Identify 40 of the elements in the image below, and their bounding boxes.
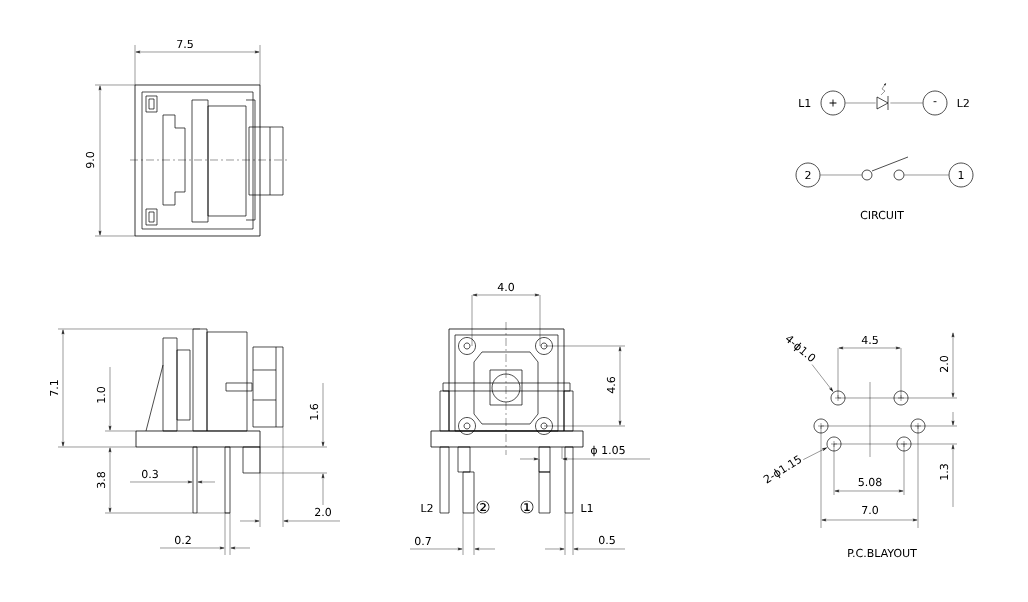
pin-label: L1	[799, 99, 811, 107]
dimension-label: 2.0	[315, 507, 331, 517]
dimension-label: 4.6	[606, 376, 616, 394]
dimension-label: 2.0	[939, 356, 949, 372]
view-caption: CIRCUIT	[860, 210, 904, 220]
dimension-label: 0.7	[415, 536, 431, 546]
dimension-label: 7.5	[177, 39, 193, 49]
leader-line	[811, 364, 834, 392]
dimension-label: 7.0	[862, 505, 878, 515]
hole-circle	[910, 418, 926, 434]
led-symbol	[876, 83, 889, 111]
hole-circle	[813, 418, 829, 434]
dimension-label: 9.0	[85, 152, 95, 169]
pin-label: L1	[581, 504, 593, 512]
circuit-wire	[820, 174, 862, 176]
circuit-wire	[904, 174, 949, 176]
dimension-label: 0.5	[599, 535, 615, 545]
pin-number: ①	[520, 500, 534, 514]
hole-circle	[830, 390, 846, 406]
dimension-label: 5.08	[858, 477, 882, 487]
dimension-label: ϕ 1.05	[591, 445, 625, 457]
pin-number: ②	[476, 500, 490, 514]
dimension-label: 7.1	[50, 380, 58, 396]
circuit-wire	[845, 102, 876, 104]
hole-circle	[826, 436, 842, 452]
dimension-label: 4.0	[497, 282, 514, 292]
dimension-label: 1.6	[309, 403, 319, 420]
dimension-label: 0.3	[142, 469, 158, 479]
dimension-label: 0.2	[175, 535, 191, 545]
view-caption: P.C.BLAYOUT	[848, 548, 917, 558]
circuit-wire	[890, 102, 923, 104]
dimension-label: 1.0	[96, 387, 106, 403]
pin-label: L2	[421, 503, 433, 513]
dimension-label: 4.5	[861, 335, 878, 345]
leader-line	[803, 447, 827, 460]
hole-circle	[896, 436, 912, 452]
hole-circle	[893, 390, 909, 406]
pin-label: L2	[957, 98, 969, 108]
dimension-label: 3.8	[96, 472, 106, 488]
dimension-label: 1.3	[939, 464, 949, 480]
